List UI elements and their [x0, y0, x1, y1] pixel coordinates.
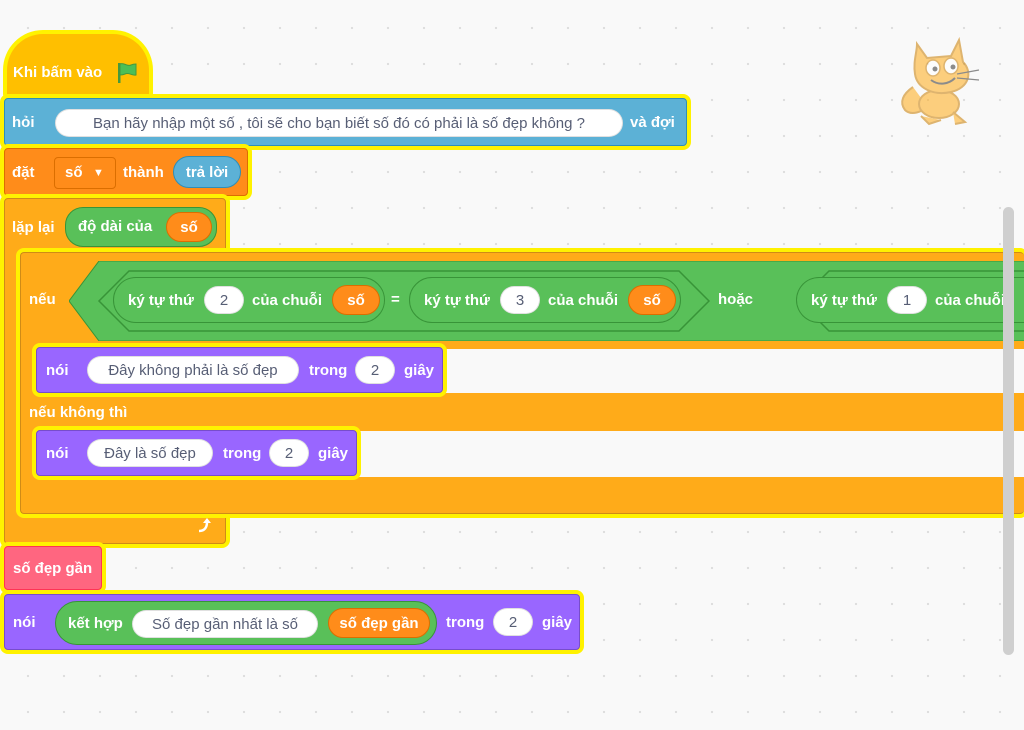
say-for-secs-block-if[interactable]: nói Đây không phải là số đẹp trong 2 giâ… [36, 347, 443, 393]
string-variable-right[interactable]: số [628, 285, 676, 315]
letter-index-input[interactable]: 1 [887, 286, 927, 314]
say-label: nói [46, 362, 69, 379]
secs-input[interactable]: 2 [355, 356, 395, 384]
for-label: trong [223, 445, 262, 462]
answer-reporter[interactable]: trả lời [173, 156, 241, 188]
or-label: hoặc [718, 291, 754, 308]
join-variable[interactable]: số đẹp gần [328, 608, 430, 638]
for-label: trong [309, 362, 348, 379]
say-message-input[interactable]: Đây là số đẹp [87, 439, 213, 467]
ask-and-wait-block[interactable]: hỏi Bạn hãy nhập một số , tôi sẽ cho bạn… [4, 98, 687, 146]
green-flag-icon [118, 63, 137, 83]
secs-input[interactable]: 2 [269, 439, 309, 467]
ask-label: hỏi [12, 114, 35, 131]
letter-of-reporter-right[interactable]: ký tự thứ 3 của chuỗi số [409, 277, 681, 323]
say-join-block[interactable]: nói kết hợp Số đẹp gần nhất là số số đẹp… [4, 594, 580, 650]
letter-of-reporter-third[interactable]: ký tự thứ 1 của chuỗi [796, 277, 1024, 323]
letter-of-reporter-left[interactable]: ký tự thứ 2 của chuỗi số [113, 277, 385, 323]
string-variable-left[interactable]: số [332, 285, 380, 315]
set-label: đặt [12, 164, 35, 181]
secs-label: giây [542, 614, 573, 631]
letter-of-label: ký tự thứ [811, 292, 877, 309]
secs-label: giây [318, 445, 349, 462]
if-label: nếu [29, 291, 56, 308]
secs-input[interactable]: 2 [493, 608, 533, 636]
for-label: trong [446, 614, 485, 631]
letter-of-label: ký tự thứ [128, 292, 194, 309]
chevron-down-icon: ▼ [93, 167, 104, 179]
when-flag-clicked-block[interactable]: Khi bấm vào [7, 34, 149, 100]
set-to-label: thành [123, 164, 164, 181]
vertical-scrollbar[interactable] [1003, 207, 1014, 655]
sprite-cat-icon [901, 36, 980, 126]
ask-question-input[interactable]: Bạn hãy nhập một số , tôi sẽ cho bạn biế… [55, 109, 623, 137]
repeat-label: lặp lại [12, 219, 55, 236]
equals-label: = [391, 291, 400, 308]
say-label: nói [13, 614, 36, 631]
else-label: nếu không thì [29, 404, 128, 421]
set-variable-block[interactable]: đặt số ▼ thành trả lời [4, 148, 248, 196]
say-for-secs-block-else[interactable]: nói Đây là số đẹp trong 2 giây [36, 430, 357, 476]
of-string-label: của chuỗi [548, 292, 619, 309]
repeat-arrow-icon [198, 518, 211, 533]
ask-suffix-label: và đợi [630, 114, 675, 131]
letter-index-input[interactable]: 3 [500, 286, 540, 314]
of-string-label: của chuỗi [935, 292, 1006, 309]
letter-index-input[interactable]: 2 [204, 286, 244, 314]
variable-dropdown-value: số [65, 164, 83, 181]
say-message-input[interactable]: Đây không phải là số đẹp [87, 356, 299, 384]
variable-dropdown[interactable]: số ▼ [54, 157, 116, 189]
join-reporter[interactable]: kết hợp Số đẹp gần nhất là số số đẹp gần [55, 601, 437, 645]
length-of-reporter[interactable]: độ dài của số [65, 207, 217, 247]
join-text-input[interactable]: Số đẹp gần nhất là số [132, 610, 318, 638]
when-flag-label: Khi bấm vào [13, 64, 103, 81]
secs-label: giây [404, 362, 435, 379]
letter-of-label: ký tự thứ [424, 292, 490, 309]
say-label: nói [46, 445, 69, 462]
length-of-label: độ dài của [78, 218, 153, 235]
length-arg-variable[interactable]: số [166, 212, 212, 242]
custom-block-label: số đẹp gần [13, 560, 93, 577]
of-string-label: của chuỗi [252, 292, 323, 309]
join-label: kết hợp [68, 615, 123, 632]
custom-block-so-dep-gan[interactable]: số đẹp gần [4, 546, 102, 590]
